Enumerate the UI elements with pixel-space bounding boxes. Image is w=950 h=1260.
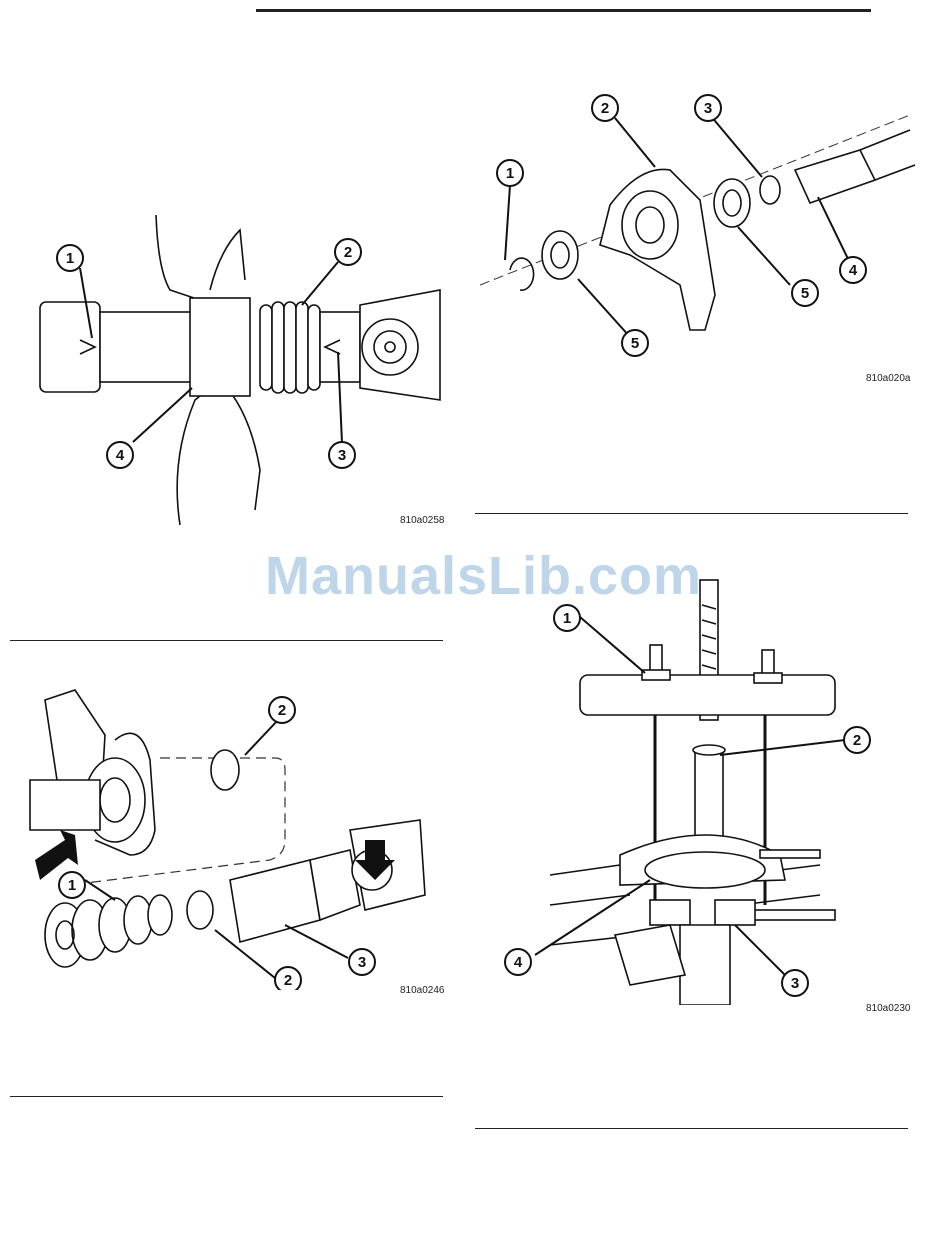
- figure-center-bearing-drawing: 1 2 3 4 5 5: [480, 85, 920, 375]
- callout-2: 2: [601, 100, 609, 117]
- section-rule: [475, 513, 908, 514]
- figure-boot-clamp-drawing: 1 2 3 4: [20, 210, 450, 530]
- callout-4: 4: [116, 447, 125, 464]
- section-rule: [10, 640, 443, 641]
- snap-ring: [510, 258, 534, 290]
- callout-5b: 5: [631, 335, 639, 352]
- figure-boot-install-drawing: 2 1 2 3: [20, 680, 440, 990]
- callout-1: 1: [563, 610, 571, 627]
- callout-3: 3: [704, 100, 712, 117]
- figure-center-bearing-exploded: 1 2 3 4 5 5: [480, 85, 920, 375]
- callout-1: 1: [68, 877, 76, 894]
- section-rule: [475, 1128, 908, 1129]
- callout-1: 1: [66, 250, 74, 267]
- figure-code: 810a020a: [866, 373, 911, 384]
- figure-press-tool: 1 2 3 4: [490, 575, 920, 1005]
- callout-3: 3: [338, 447, 346, 464]
- callout-2b: 2: [284, 972, 292, 989]
- figure-boot-clamp: 1 2 3 4: [20, 210, 450, 530]
- callout-5: 5: [801, 285, 809, 302]
- callout-2: 2: [344, 244, 352, 261]
- figure-code: 810a0258: [400, 515, 445, 526]
- callout-4: 4: [849, 262, 858, 279]
- callout-3: 3: [358, 954, 366, 971]
- figure-press-tool-drawing: 1 2 3 4: [490, 575, 920, 1005]
- callout-2: 2: [278, 702, 286, 719]
- figure-code: 810a0230: [866, 1003, 911, 1014]
- figure-boot-install: 2 1 2 3: [20, 680, 440, 990]
- header-rule: [256, 9, 871, 12]
- callout-3: 3: [791, 975, 799, 992]
- boot: [45, 895, 172, 967]
- callout-2: 2: [853, 732, 861, 749]
- callout-4: 4: [514, 954, 523, 971]
- boot-pleats: [260, 302, 320, 393]
- section-rule: [10, 1096, 443, 1097]
- callout-1: 1: [506, 165, 514, 182]
- figure-code: 810a0246: [400, 985, 445, 996]
